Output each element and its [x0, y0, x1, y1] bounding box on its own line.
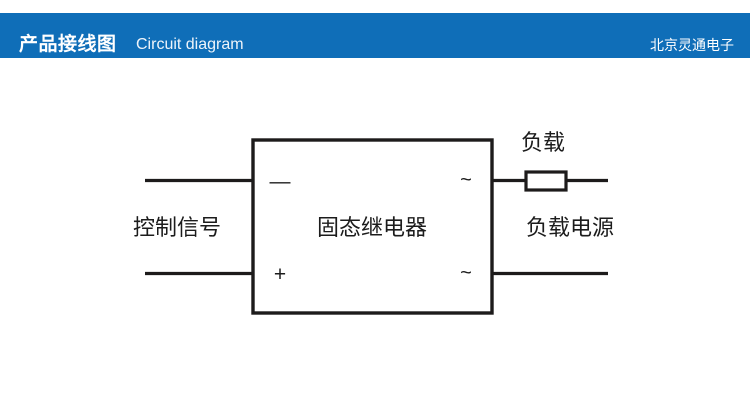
- circuit-diagram-svg: 固态继电器 — + ~ ~ 控制信号 负载 负载电源: [133, 130, 614, 315]
- load-label: 负载: [521, 130, 565, 155]
- terminal-ac-top-label: ~: [460, 169, 472, 191]
- diagram-canvas: 固态继电器 — + ~ ~ 控制信号 负载 负载电源: [0, 58, 750, 412]
- load-power-label: 负载电源: [526, 215, 614, 240]
- terminal-negative-label: —: [270, 170, 291, 193]
- terminal-positive-label: +: [274, 263, 286, 286]
- load-resistor-symbol: [524, 170, 568, 192]
- page-title-chinese: 产品接线图: [19, 34, 117, 55]
- header-bar: 产品接线图 Circuit diagram 北京灵通电子: [0, 13, 750, 58]
- brand-name: 北京灵通电子: [650, 37, 734, 53]
- control-signal-label: 控制信号: [133, 215, 221, 240]
- relay-label: 固态继电器: [317, 215, 427, 240]
- terminal-ac-bottom-label: ~: [460, 262, 472, 284]
- page-title-english: Circuit diagram: [136, 36, 244, 53]
- relay-body-rect: [251, 138, 494, 315]
